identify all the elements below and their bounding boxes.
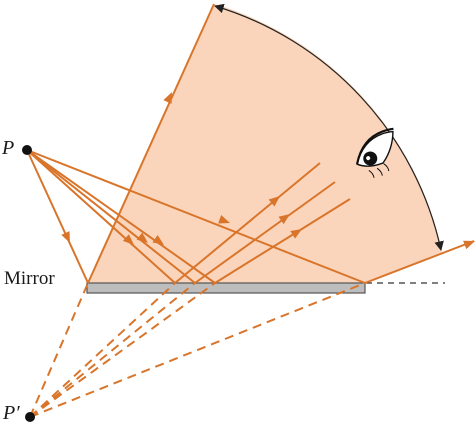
arrowhead <box>152 234 164 245</box>
incident-ray <box>26 149 216 284</box>
object-label: P <box>2 137 15 159</box>
incident-ray <box>26 149 176 284</box>
virtual-ray <box>29 282 176 418</box>
image-label: P′ <box>3 402 20 424</box>
arrowhead <box>61 231 70 243</box>
reflected-ray <box>87 3 215 284</box>
virtual-ray <box>29 282 366 418</box>
arrowhead <box>163 92 172 104</box>
object-point <box>22 145 32 155</box>
virtual-rays <box>29 282 366 418</box>
virtual-ray <box>29 282 196 418</box>
image-point <box>25 412 35 422</box>
virtual-ray <box>29 282 89 418</box>
mirror-label: Mirror <box>4 268 55 289</box>
field-of-view-arc <box>214 3 444 251</box>
mirror-surface <box>86 282 366 294</box>
arrowhead <box>122 234 134 245</box>
incident-ray <box>26 149 89 284</box>
incident-rays <box>26 149 366 284</box>
incident-ray <box>26 149 366 284</box>
reflected-ray <box>364 240 475 284</box>
arrowhead <box>463 240 475 250</box>
virtual-ray <box>29 282 216 418</box>
incident-ray <box>26 149 196 284</box>
eye-icon <box>355 127 394 178</box>
arrowhead <box>136 232 148 243</box>
